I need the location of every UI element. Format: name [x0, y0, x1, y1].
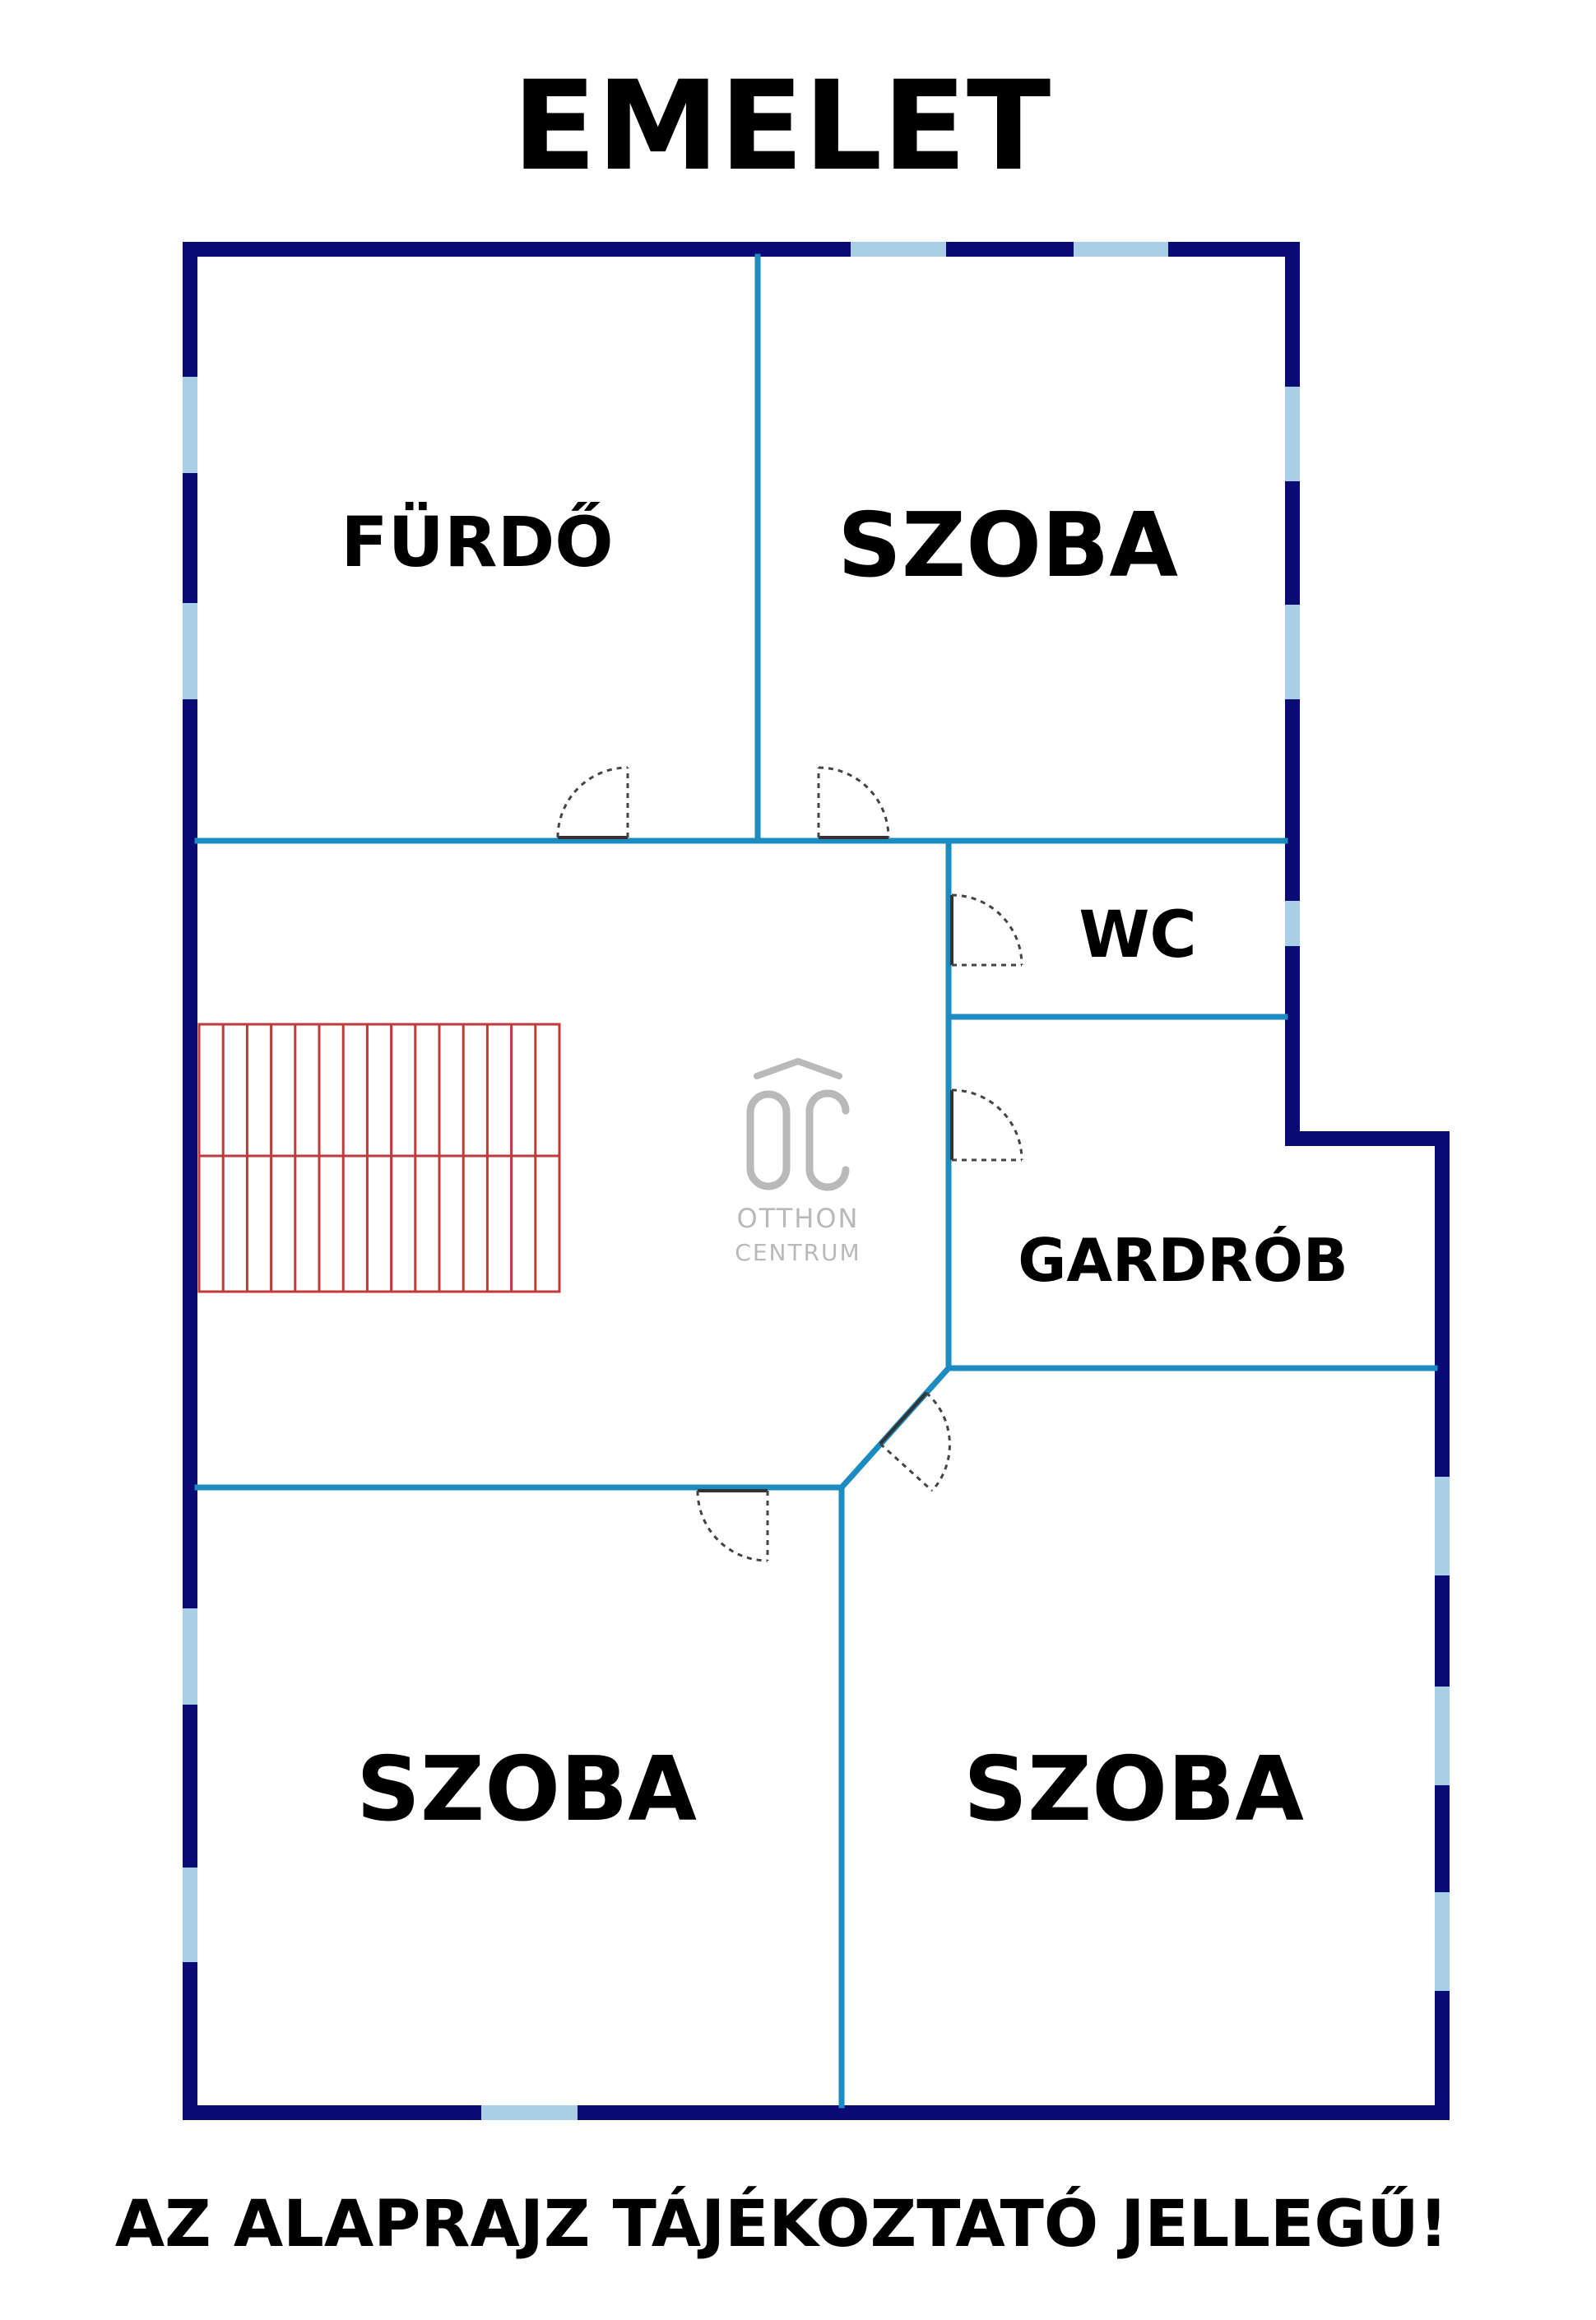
room-label-gardrob: GARDRÓB [1018, 1226, 1348, 1295]
door-szoba-top [817, 766, 890, 839]
watermark: OTTHON CENTRUM [735, 1058, 861, 1266]
watermark-o-icon [746, 1090, 791, 1190]
outer-wall [183, 242, 1450, 2120]
room-label-wc: WC [1079, 898, 1196, 972]
door-furdo [556, 766, 629, 839]
watermark-line1: OTTHON [737, 1203, 860, 1234]
room-label-furdo: FÜRDŐ [341, 502, 613, 582]
door-szoba-bottom-left [696, 1489, 769, 1562]
room-label-szoba-bottom-left: SZOBA [356, 1738, 697, 1841]
page-title: EMELET [513, 55, 1051, 198]
room-label-szoba-bottom-right: SZOBA [963, 1738, 1304, 1841]
room-label-szoba-top: SZOBA [837, 494, 1178, 597]
stairs [197, 1023, 561, 1293]
watermark-c-icon [805, 1089, 850, 1191]
windows [183, 242, 1450, 2120]
stairs-outline [197, 1023, 561, 1293]
watermark-line2: CENTRUM [735, 1239, 861, 1266]
door-gardrob [950, 1088, 1023, 1162]
watermark-logo-icon [754, 1058, 842, 1079]
disclaimer: AZ ALAPRAJZ TÁJÉKOZTATÓ JELLEGŰ! [115, 2186, 1449, 2262]
door-szoba-bottom-right [879, 1391, 951, 1492]
doors [556, 766, 1023, 1562]
inner-walls [194, 253, 1438, 2109]
door-wc [950, 893, 1023, 967]
